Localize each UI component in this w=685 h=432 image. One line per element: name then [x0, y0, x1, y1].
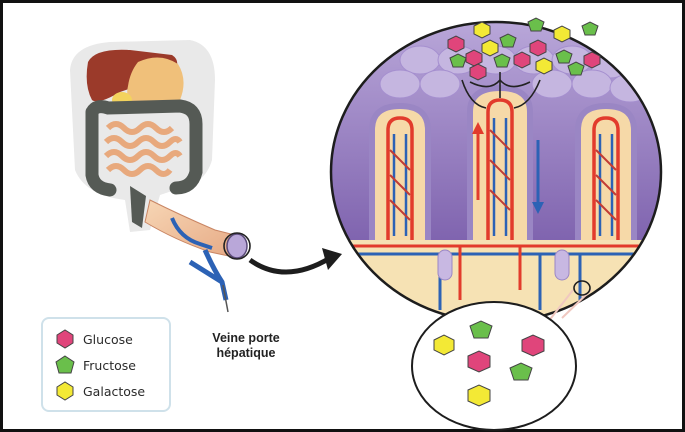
galactose-molecule: [434, 335, 454, 355]
fructose-pentagon-icon: [55, 355, 75, 375]
legend-label-galactose: Galactose: [83, 384, 145, 399]
digestive-organs: [70, 40, 215, 232]
glucose-molecule: [470, 64, 486, 80]
glucose-molecule: [466, 50, 482, 66]
galactose-molecule: [474, 22, 490, 38]
glucose-molecule: [530, 40, 546, 56]
glucose-molecule: [522, 335, 544, 356]
glucose-molecule: [448, 36, 464, 52]
vein-label-line2: hépatique: [196, 346, 296, 361]
fructose-molecule: [528, 18, 544, 31]
glucose-hexagon-icon: [55, 329, 75, 349]
legend-label-fructose: Fructose: [83, 358, 136, 373]
legend-item-galactose: Galactose: [55, 379, 145, 403]
galactose-molecule: [468, 385, 490, 406]
portal-vein: [190, 250, 226, 300]
portal-vein-label: Veine porte hépatique: [196, 331, 296, 361]
glucose-molecule: [584, 52, 600, 68]
galactose-molecule: [536, 58, 552, 74]
zoom-arrow: [250, 258, 330, 272]
glucose-molecule: [514, 52, 530, 68]
vein-label-line1: Veine porte: [196, 331, 296, 346]
legend-item-fructose: Fructose: [55, 353, 136, 377]
glucose-molecule: [468, 351, 490, 372]
galactose-molecule: [554, 26, 570, 42]
villi-magnified-view: [330, 20, 670, 350]
galactose-hexagon-icon: [55, 381, 75, 401]
legend-label-glucose: Glucose: [83, 332, 133, 347]
fructose-molecule: [582, 22, 598, 35]
intestine-tube: [145, 200, 250, 312]
galactose-molecule: [482, 40, 498, 56]
legend: Glucose Fructose Galactose: [41, 317, 171, 412]
legend-item-glucose: Glucose: [55, 327, 133, 351]
